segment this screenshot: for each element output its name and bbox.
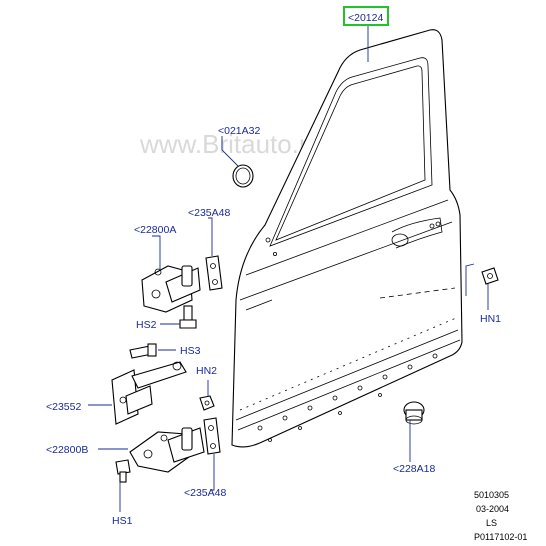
door-bottom-holes bbox=[257, 353, 438, 442]
lower-hinge-plate-part[interactable] bbox=[203, 417, 221, 455]
callout-upper-hinge-plate[interactable]: <235A48 bbox=[188, 207, 230, 219]
bumper-part[interactable] bbox=[403, 401, 425, 425]
hs2-bolt-part[interactable] bbox=[179, 305, 197, 329]
drawing-reference-block: 5010305 03-2004 LS P0117102-01 bbox=[474, 490, 527, 542]
callout-hs3[interactable]: HS3 bbox=[180, 345, 201, 357]
footer-line-1: 5010305 bbox=[474, 490, 509, 500]
check-arm-part[interactable] bbox=[111, 361, 187, 425]
callout-upper-hinge[interactable]: <22800A bbox=[134, 224, 176, 236]
callout-plug[interactable]: <021A32 bbox=[218, 125, 260, 137]
callout-hs2[interactable]: HS2 bbox=[136, 319, 157, 331]
watermark-text: www.Britauto.ru bbox=[139, 129, 322, 159]
callout-lower-hinge-plate[interactable]: <235A48 bbox=[184, 487, 226, 499]
selected-callout-highlight bbox=[343, 6, 389, 26]
hs3-bolt-part[interactable] bbox=[129, 343, 157, 359]
hs1-bolt-part[interactable] bbox=[115, 459, 131, 483]
callout-hs1[interactable]: HS1 bbox=[112, 515, 133, 527]
door-shell[interactable] bbox=[231, 29, 463, 448]
callout-lower-hinge[interactable]: <22800B bbox=[46, 444, 88, 456]
upper-hinge-part[interactable] bbox=[141, 265, 201, 313]
footer-line-4: P0117102-01 bbox=[474, 532, 527, 542]
callout-bumper[interactable]: <228A18 bbox=[393, 463, 435, 475]
lower-hinge-part[interactable] bbox=[129, 427, 205, 473]
callout-hn2[interactable]: HN2 bbox=[196, 365, 217, 377]
hn1-nut-part[interactable] bbox=[481, 267, 499, 285]
upper-hinge-plate-part[interactable] bbox=[205, 255, 223, 291]
callout-check-arm[interactable]: <23552 bbox=[46, 401, 81, 413]
hn2-nut-part[interactable] bbox=[199, 395, 215, 411]
footer-line-2: 03-2004 bbox=[476, 504, 509, 514]
callout-hn1[interactable]: HN1 bbox=[480, 313, 501, 325]
leader-lines bbox=[88, 24, 489, 512]
footer-line-3: LS bbox=[486, 518, 497, 528]
callout-door-shell[interactable]: <20124 bbox=[348, 12, 383, 24]
